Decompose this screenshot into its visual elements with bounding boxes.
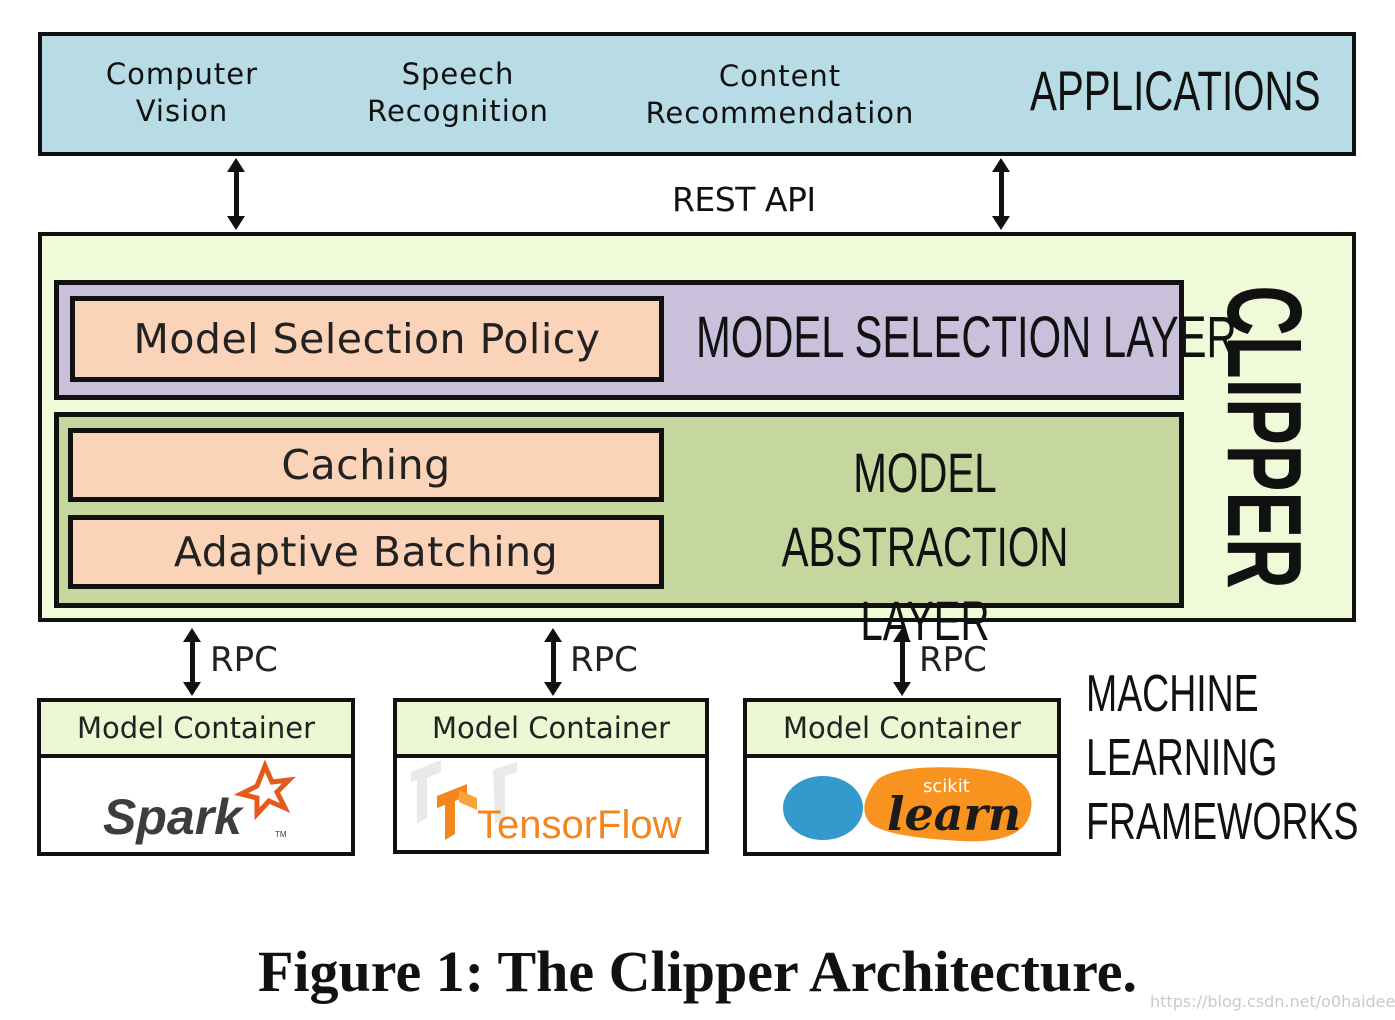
rpc-arrow-2 (541, 628, 565, 696)
figure-caption: Figure 1: The Clipper Architecture. (257, 939, 1138, 1004)
sklearn-scikit-text: scikit (923, 776, 970, 797)
app-computer-vision: Computer Vision (105, 57, 259, 128)
sklearn-orange-blob-icon (864, 767, 1032, 842)
spark-logo-box: Spark TM (37, 758, 355, 856)
rpc-label-2: RPC (570, 640, 638, 680)
adaptive-batching-box: Adaptive Batching (68, 515, 664, 589)
model-container-label: Model Container (76, 711, 315, 745)
sklearn-logo: scikit learn (783, 767, 1032, 842)
applications-bar (38, 32, 1356, 156)
model-selection-policy-box: Model Selection Policy (70, 296, 664, 382)
clipper-title: CLIPPER (1205, 285, 1323, 589)
model-selection-policy-label: Model Selection Policy (133, 315, 601, 363)
app-content-recommendation: Content Recommendation (645, 59, 915, 130)
caching-box: Caching (68, 428, 664, 502)
rpc-arrow-3 (890, 628, 914, 696)
spark-wordmark: Spark (103, 789, 244, 845)
ml-frameworks-wrap: MACHINE LEARNING FRAMEWORKS (1086, 662, 1386, 854)
clipper-title-wrap: CLIPPER (1205, 285, 1323, 588)
applications-title: APPLICATIONS (1030, 59, 1321, 122)
watermark: https://blog.csdn.net/o0haidee0o (1150, 992, 1395, 1011)
model-container-label: Model Container (431, 711, 670, 745)
model-abstraction-layer-title-wrap: MODEL ABSTRACTION LAYER (712, 436, 1138, 658)
rest-arrow-left (224, 158, 248, 230)
tensorflow-logo-box: TensorFlow (393, 758, 709, 854)
model-container-sklearn-header: Model Container (743, 698, 1061, 758)
rpc-label-1: RPC (210, 640, 278, 680)
tensorflow-icon (437, 784, 477, 840)
ml-frameworks-title: MACHINE LEARNING FRAMEWORKS (1086, 665, 1359, 851)
rest-api-label: REST API (672, 180, 816, 219)
sklearn-blue-blob-icon (783, 776, 863, 840)
model-selection-layer-title: MODEL SELECTION LAYER (696, 305, 1237, 370)
rest-arrow-right (989, 158, 1013, 230)
tensorflow-logo: TensorFlow (411, 760, 682, 847)
model-abstraction-layer-title: MODEL ABSTRACTION LAYER (781, 441, 1069, 652)
sklearn-logo-box: scikit learn (743, 758, 1061, 856)
sklearn-learn-text: learn (887, 787, 1021, 841)
spark-logo: Spark TM (103, 759, 296, 845)
tensorflow-wordmark: TensorFlow (477, 803, 682, 847)
spark-trademark: TM (275, 830, 287, 839)
rpc-label-3: RPC (919, 640, 987, 680)
model-container-tensorflow-header: Model Container (393, 698, 709, 758)
model-container-spark-header: Model Container (37, 698, 355, 758)
spark-star-icon (233, 759, 296, 821)
rpc-arrow-1 (180, 628, 204, 696)
tensorflow-ghost-icon (411, 760, 517, 824)
caching-label: Caching (281, 441, 451, 489)
adaptive-batching-label: Adaptive Batching (173, 528, 559, 576)
app-speech-recognition: Speech Recognition (367, 57, 549, 128)
model-container-label: Model Container (782, 711, 1021, 745)
